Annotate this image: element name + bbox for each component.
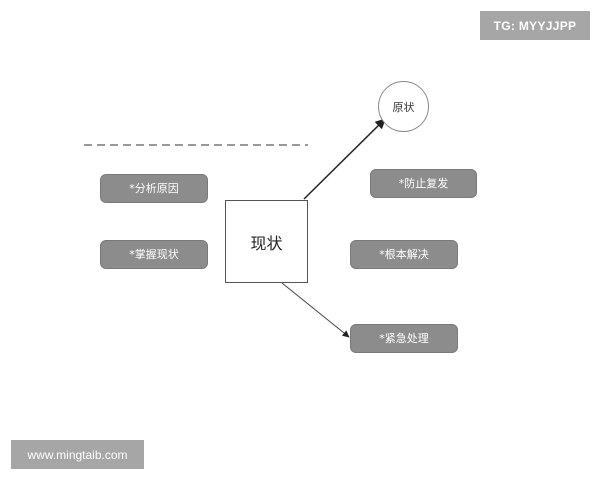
cause-node: 原状 xyxy=(378,81,429,132)
analyze-cause-label: *分析原因 xyxy=(129,182,179,195)
root-solution-item: *根本解决 xyxy=(350,240,458,269)
prevent-recurrence-label: *防止复发 xyxy=(398,177,449,190)
watermark-bottom-left: www.mingtaib.com xyxy=(11,440,144,469)
prevent-recurrence-item: *防止复发 xyxy=(370,169,477,198)
current-state-box: 现状 xyxy=(225,200,308,283)
arrow-to-emergency xyxy=(281,282,350,338)
emergency-handling-item: *紧急处理 xyxy=(350,324,458,353)
watermark-top-right: TG: MYYJJPP xyxy=(480,11,590,40)
current-state-label: 现状 xyxy=(250,233,283,253)
watermark-bottom-left-text: www.mingtaib.com xyxy=(27,447,128,462)
analyze-cause-item: *分析原因 xyxy=(100,174,208,203)
grasp-current-item: *掌握现状 xyxy=(100,240,208,269)
cause-node-label: 原状 xyxy=(392,100,415,114)
root-solution-label: *根本解决 xyxy=(379,248,429,261)
emergency-handling-label: *紧急处理 xyxy=(379,332,429,345)
grasp-current-label: *掌握现状 xyxy=(129,248,179,261)
arrow-to-cause xyxy=(303,118,386,200)
watermark-top-right-text: TG: MYYJJPP xyxy=(493,18,577,33)
